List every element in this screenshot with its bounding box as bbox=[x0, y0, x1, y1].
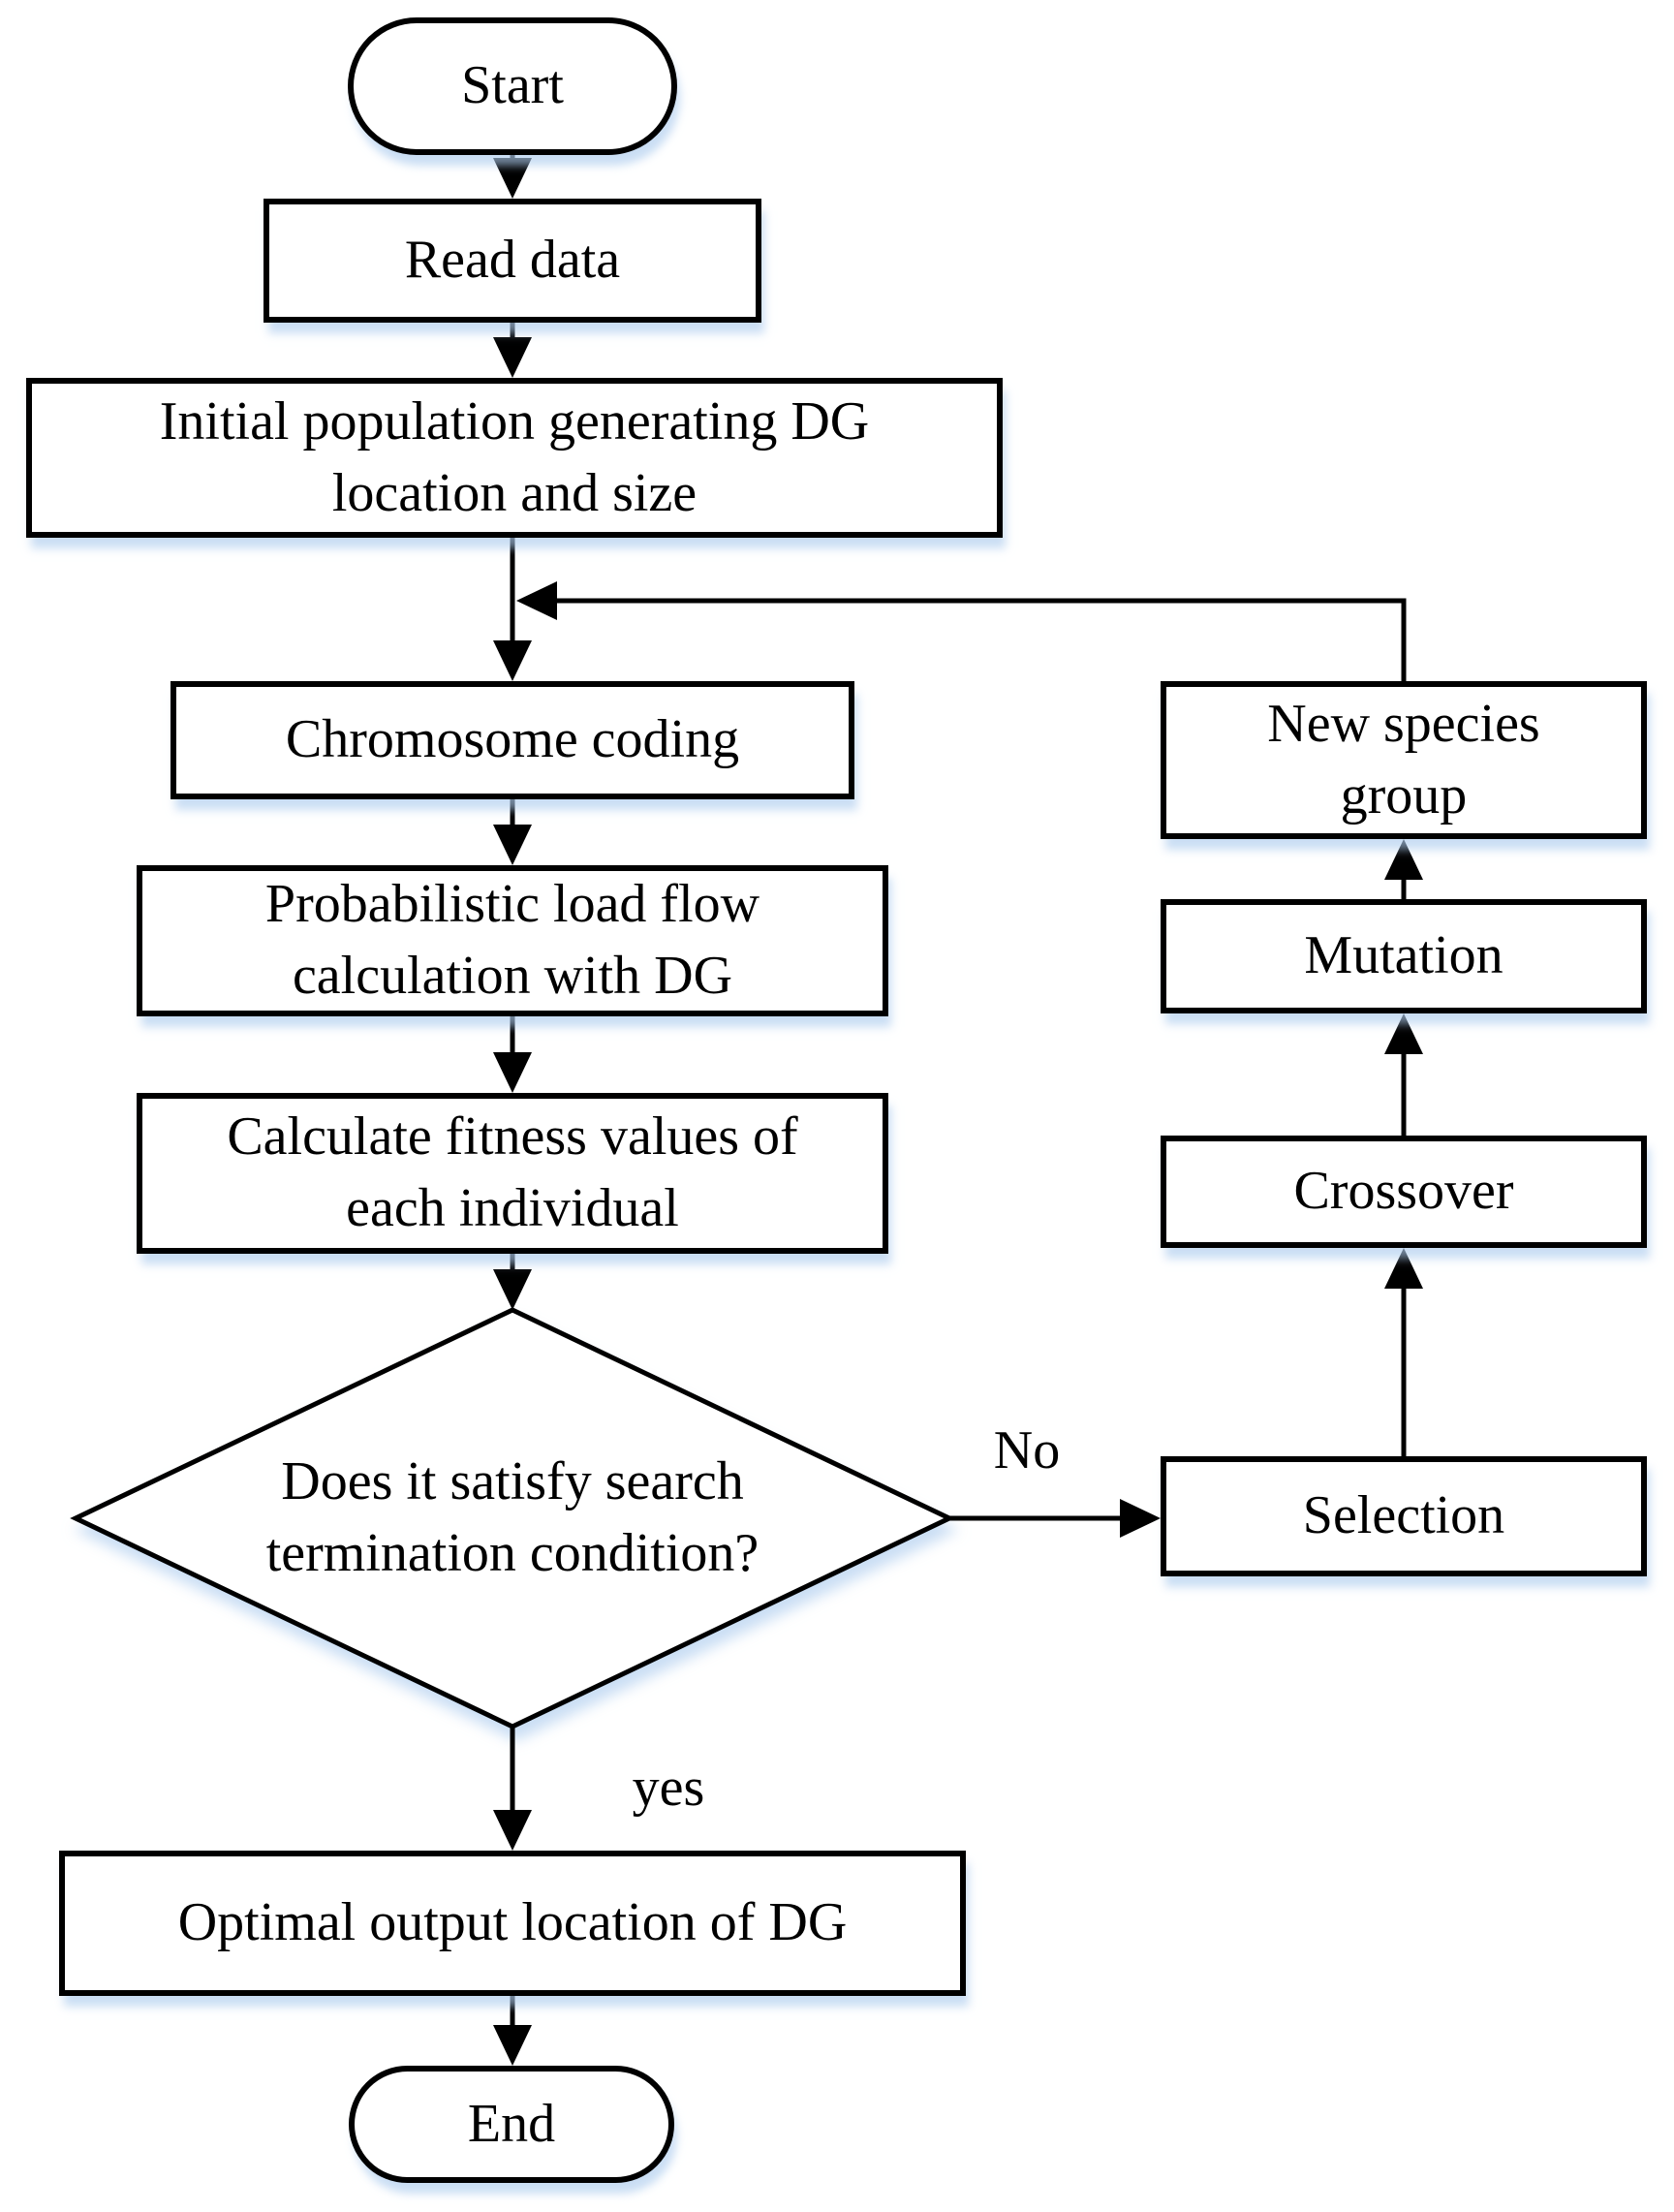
feedback-arrow-new-species-to-main-line bbox=[516, 581, 1407, 681]
arrow-decision-yes-to-optimal-output bbox=[493, 1727, 532, 1851]
probabilistic-load-flow-node: Probabilistic load flow calculation with… bbox=[137, 865, 888, 1016]
initial-population-node: Initial population generating DG locatio… bbox=[26, 378, 1003, 538]
arrow-mutation-to-new-species bbox=[1384, 839, 1423, 899]
arrow-optimal-output-to-end bbox=[493, 1996, 532, 2066]
arrow-load-flow-to-calculate-fitness bbox=[493, 1016, 532, 1093]
arrow-crossover-to-mutation bbox=[1384, 1013, 1423, 1136]
calculate-fitness-node: Calculate fitness values of each individ… bbox=[137, 1093, 888, 1254]
arrow-start-to-read-data bbox=[493, 155, 532, 199]
decision-label: Does it satisfy search termination condi… bbox=[265, 1451, 760, 1583]
optimal-output-node: Optimal output location of DG bbox=[59, 1851, 966, 1996]
arrow-chromosome-coding-to-load-flow bbox=[493, 799, 532, 865]
read-data-node: Read data bbox=[264, 199, 761, 323]
yes-edge-label: yes bbox=[632, 1758, 705, 1818]
end-node: End bbox=[349, 2066, 674, 2183]
arrow-decision-no-to-selection bbox=[949, 1499, 1161, 1538]
new-species-group-node: New species group bbox=[1161, 681, 1647, 839]
start-node: Start bbox=[348, 17, 677, 155]
selection-node: Selection bbox=[1161, 1456, 1647, 1576]
arrow-selection-to-crossover bbox=[1384, 1248, 1423, 1456]
no-edge-label: No bbox=[993, 1420, 1061, 1480]
chromosome-coding-node: Chromosome coding bbox=[170, 681, 854, 799]
arrow-read-data-to-initial-population bbox=[493, 323, 532, 378]
crossover-node: Crossover bbox=[1161, 1136, 1647, 1248]
mutation-node: Mutation bbox=[1161, 899, 1647, 1013]
arrow-initial-population-to-chromosome-coding bbox=[493, 538, 532, 681]
arrow-calculate-fitness-to-decision bbox=[493, 1254, 532, 1310]
